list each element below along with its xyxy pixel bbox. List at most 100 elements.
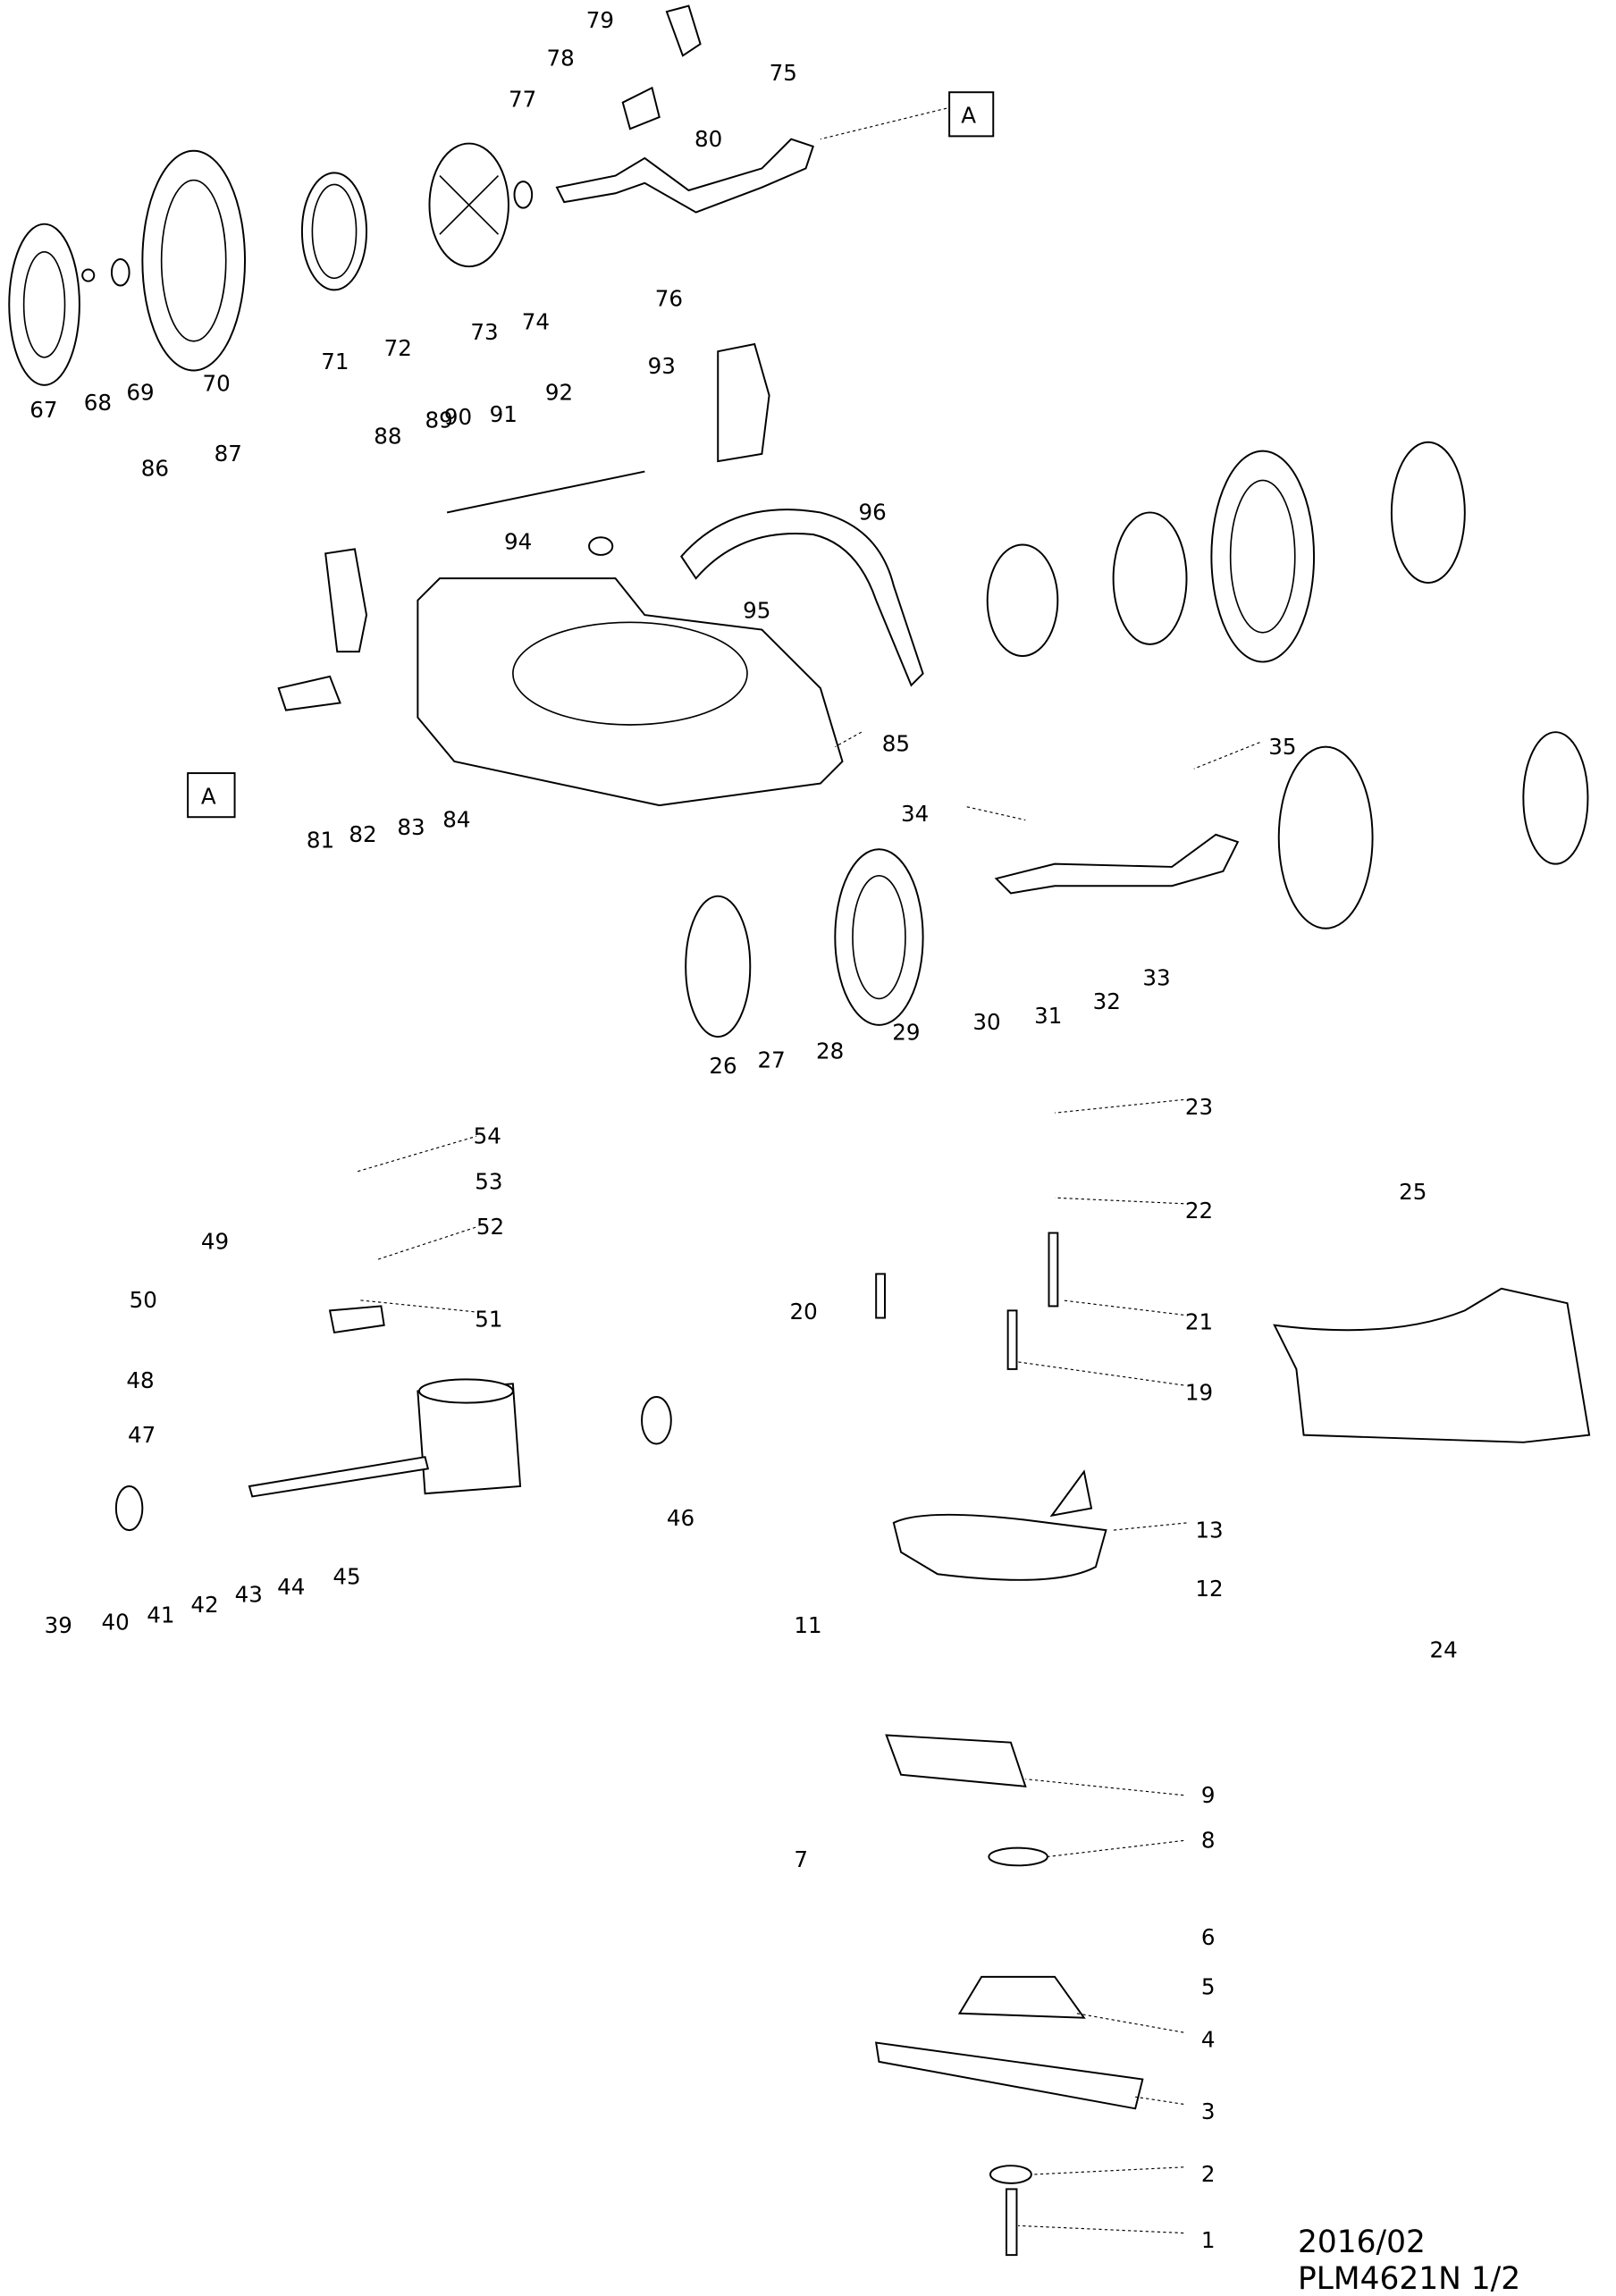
- bracket-93: [717, 342, 770, 463]
- part-label-74: 74: [522, 309, 550, 335]
- part-label-8: 8: [1201, 1828, 1216, 1854]
- rear-axle-76: [555, 138, 814, 214]
- part-label-2: 2: [1201, 2161, 1216, 2187]
- bolt-21: [1048, 1232, 1059, 1308]
- leader-line: [966, 806, 1026, 821]
- part-label-84: 84: [442, 807, 470, 833]
- blade-3: [875, 2041, 1144, 2110]
- part-label-50: 50: [130, 1287, 157, 1313]
- part-label-34: 34: [901, 801, 929, 827]
- bolt-1: [1006, 2188, 1018, 2257]
- part-label-13: 13: [1195, 1517, 1223, 1543]
- hubcap-26: [685, 895, 752, 1038]
- front-wheel-assembly: [685, 731, 1589, 1038]
- part-label-89: 89: [425, 407, 453, 433]
- part-label-85: 85: [882, 730, 910, 756]
- part-label-71: 71: [321, 349, 349, 374]
- front-axle-33: [994, 833, 1240, 895]
- nut-68: [81, 268, 96, 282]
- blade-holder-4: [957, 1975, 1086, 2019]
- part-label-47: 47: [128, 1422, 156, 1448]
- leader-lines: [358, 106, 1260, 2234]
- part-label-40: 40: [101, 1610, 129, 1636]
- part-label-48: 48: [126, 1367, 154, 1393]
- part-label-87: 87: [215, 441, 242, 467]
- leader-line: [1047, 1839, 1184, 1858]
- handle-grip-79: [665, 4, 702, 57]
- part-label-81: 81: [307, 828, 334, 854]
- part-label-90: 90: [444, 404, 472, 430]
- handle-bar-96: [680, 509, 924, 687]
- part-label-9: 9: [1201, 1782, 1216, 1808]
- part-label-73: 73: [470, 319, 498, 345]
- leader-line: [360, 1299, 476, 1313]
- part-label-43: 43: [235, 1581, 263, 1607]
- part-label-54: 54: [474, 1123, 501, 1149]
- part-label-88: 88: [374, 423, 401, 449]
- hubcap-67: [8, 223, 80, 386]
- reference-label: A: [961, 103, 976, 129]
- part-label-91: 91: [490, 401, 518, 427]
- part-label-44: 44: [277, 1574, 305, 1600]
- part-label-46: 46: [667, 1505, 694, 1531]
- part-label-41: 41: [147, 1602, 174, 1627]
- part-label-4: 4: [1201, 2026, 1216, 2052]
- part-label-32: 32: [1093, 988, 1121, 1014]
- part-label-93: 93: [648, 353, 676, 379]
- part-label-82: 82: [349, 821, 376, 847]
- wheel-cover: [986, 543, 1059, 657]
- part-label-72: 72: [384, 335, 412, 361]
- leader-line: [820, 106, 953, 140]
- leader-line: [1062, 1299, 1184, 1316]
- hubcap: [1390, 441, 1466, 585]
- leader-line: [1055, 1197, 1184, 1205]
- bracket-51: [328, 1305, 385, 1334]
- part-label-5: 5: [1201, 1973, 1216, 1999]
- part-label-30: 30: [972, 1009, 1000, 1035]
- part-label-22: 22: [1185, 1198, 1213, 1224]
- bearing-74: [513, 181, 534, 209]
- plug-94: [588, 536, 614, 556]
- part-label-45: 45: [332, 1564, 360, 1590]
- lever-82: [277, 675, 341, 711]
- drive-shaft-45: [248, 1456, 430, 1498]
- part-label-96: 96: [859, 500, 887, 526]
- part-label-7: 7: [794, 1846, 808, 1872]
- leader-line: [1016, 1361, 1184, 1386]
- belt-9: [885, 1734, 1027, 1787]
- leader-line: [1055, 1098, 1184, 1114]
- blade-assembly: [875, 1734, 1144, 2257]
- part-label-80: 80: [694, 126, 722, 152]
- part-label-39: 39: [45, 1612, 72, 1638]
- part-label-75: 75: [770, 60, 797, 86]
- rear-wheel: [1210, 450, 1316, 663]
- part-label-26: 26: [709, 1053, 736, 1079]
- gear-ring-71: [300, 172, 368, 291]
- washer-2: [989, 2165, 1032, 2184]
- pulley: [418, 1378, 514, 1404]
- pinion-40: [114, 1484, 144, 1532]
- gearbox-assembly: [114, 1305, 672, 1532]
- reference-label: A: [201, 783, 216, 809]
- leader-line: [358, 1135, 477, 1173]
- part-label-42: 42: [190, 1592, 218, 1618]
- part-label-21: 21: [1185, 1309, 1213, 1335]
- part-label-25: 25: [1399, 1179, 1427, 1205]
- bolt-20: [875, 1273, 886, 1319]
- leader-line: [1025, 1779, 1184, 1796]
- part-label-70: 70: [203, 370, 231, 396]
- height-adjust-assembly: [277, 342, 770, 711]
- part-label-77: 77: [509, 87, 536, 113]
- part-label-31: 31: [1034, 1003, 1062, 1029]
- motor-housing-13: [892, 1513, 1107, 1581]
- deck-assembly: [417, 509, 924, 807]
- leader-line: [1193, 742, 1260, 770]
- pinion-46: [641, 1396, 672, 1445]
- part-label-51: 51: [475, 1306, 502, 1332]
- leader-line: [1113, 1522, 1187, 1531]
- bolt-19: [1006, 1309, 1018, 1370]
- footer-date: 2016/02: [1298, 2225, 1426, 2260]
